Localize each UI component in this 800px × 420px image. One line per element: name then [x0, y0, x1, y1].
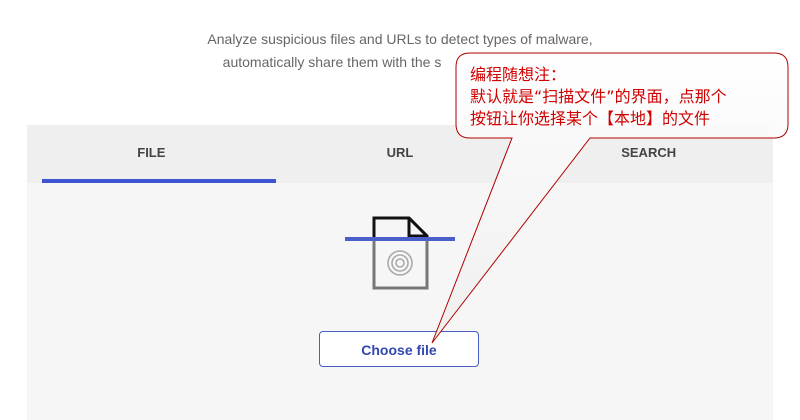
tab-file[interactable]: FILE — [27, 125, 276, 183]
tab-url[interactable]: URL — [386, 145, 414, 160]
fingerprint-file-icon — [345, 216, 455, 290]
intro-line-2: automatically share them with the s — [222, 54, 442, 70]
tab-search[interactable]: SEARCH — [621, 145, 677, 160]
intro-text: Analyze suspicious files and URLs to det… — [0, 28, 800, 74]
annotation-line-3: 按钮让你选择某个【本地】的文件 — [470, 109, 711, 128]
choose-file-button[interactable]: Choose file — [319, 331, 479, 367]
intro-line-1: Analyze suspicious files and URLs to det… — [207, 31, 593, 47]
annotation-line-1: 编程随想注： — [470, 65, 567, 84]
annotation-text: 编程随想注： 默认就是“扫描文件”的界面，点那个 按钮让你选择某个【本地】的文件 — [470, 64, 727, 130]
annotation-line-2: 默认就是“扫描文件”的界面，点那个 — [470, 87, 727, 106]
scan-panel: FILE URL SEARCH Choose file — [27, 125, 773, 420]
